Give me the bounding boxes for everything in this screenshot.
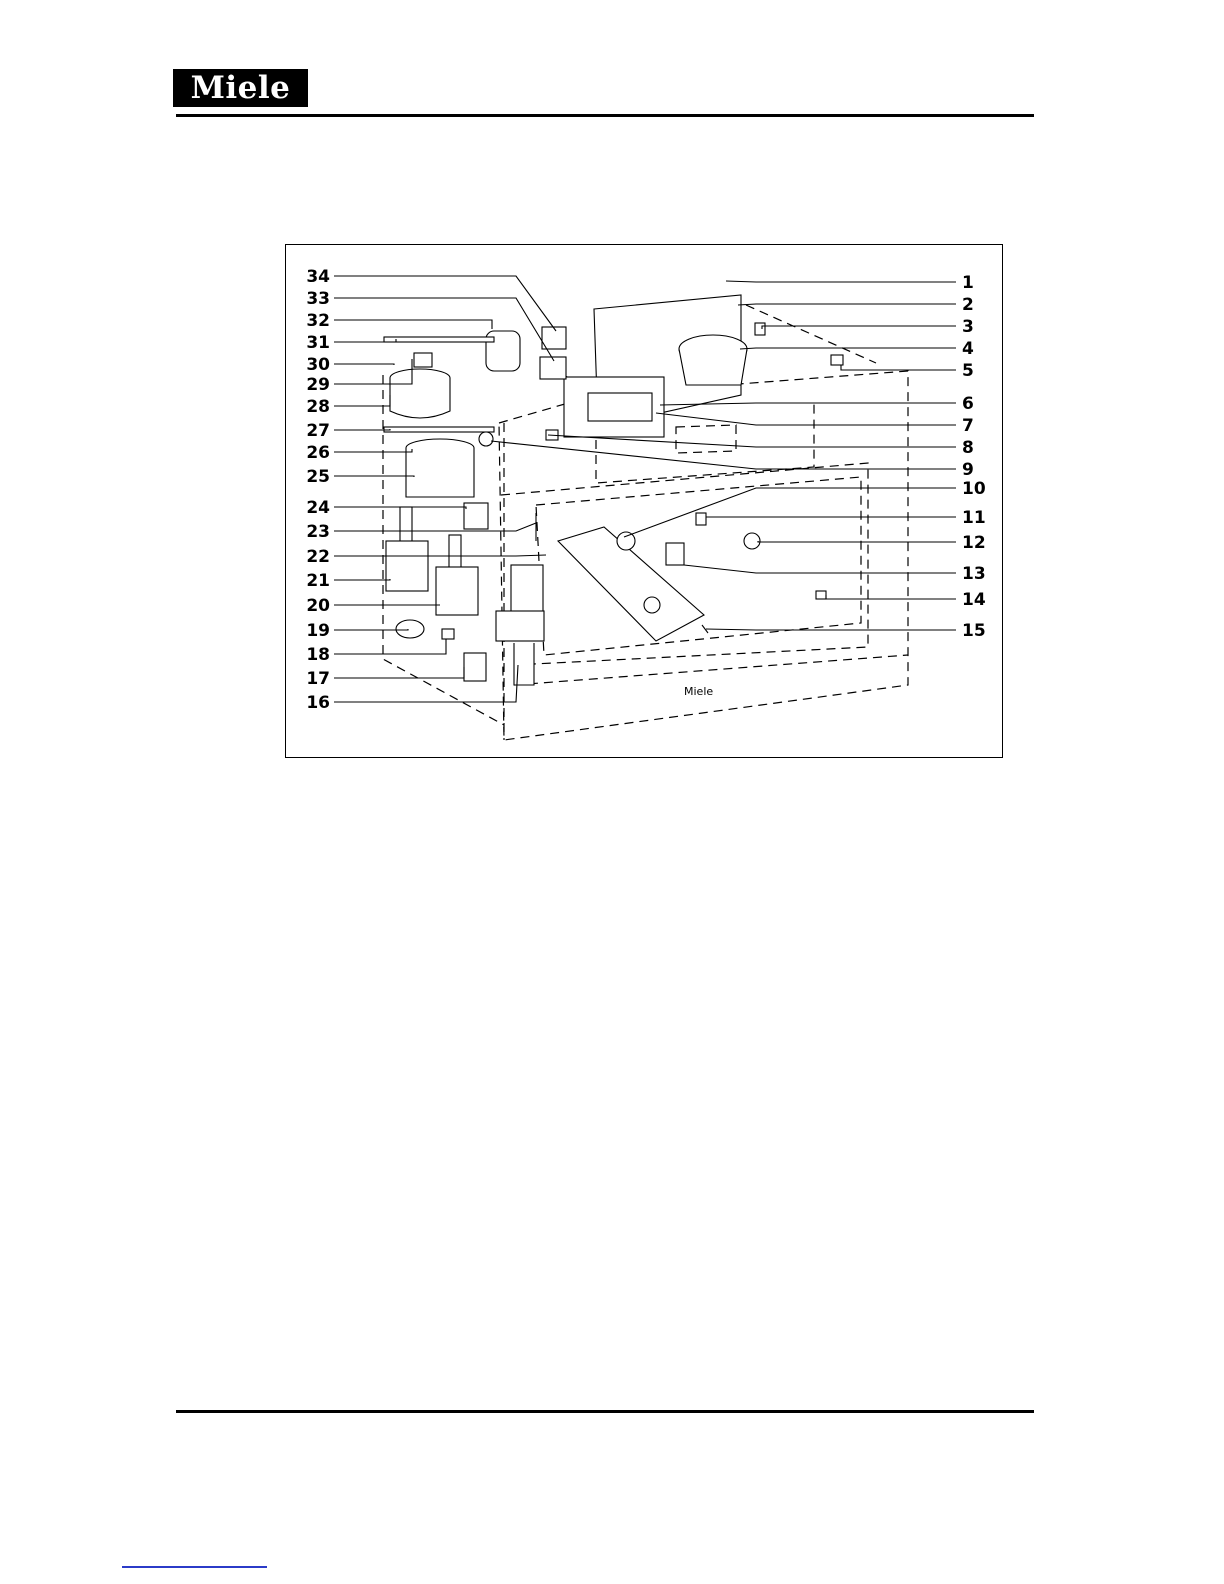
callout-leader-14 [826,595,956,599]
callout-29: 29 [306,375,330,395]
display-window [588,393,652,421]
callout-11: 11 [962,508,986,528]
drive-gear [644,597,660,613]
callout-leader-3 [762,326,956,329]
gear-housing [496,611,544,641]
callout-2: 2 [962,295,974,315]
diagram-canvas: Miele [286,245,1004,759]
callout-leader-5 [841,365,956,370]
parts [384,295,843,685]
appliance-socket-upper [542,327,566,349]
callout-3: 3 [962,317,974,337]
reed-switch [442,629,454,639]
drive-motor [511,565,543,617]
callout-27: 27 [306,421,330,441]
callout-leader-23 [334,523,536,531]
callout-leader-4 [740,348,956,349]
callout-leader-32 [334,320,492,329]
callout-15: 15 [962,621,986,641]
part-3 [755,323,765,335]
callout-9: 9 [962,460,974,480]
callout-leader-30 [334,364,394,365]
callout-18: 18 [306,645,330,665]
callout-leader-27 [334,429,390,430]
callout-leader-18 [334,639,446,654]
solenoid-valve-upper [464,503,488,529]
callout-16: 16 [306,693,330,713]
callout-4: 4 [962,339,974,359]
callout-8: 8 [962,438,974,458]
callout-leader-17 [334,667,464,678]
rail-upper [384,337,494,342]
callout-leader-2 [738,304,956,305]
callout-leader-13 [684,565,956,573]
callout-24: 24 [306,498,330,518]
callout-19: 19 [306,621,330,641]
callout-7: 7 [962,416,974,436]
rail-lower [384,427,494,432]
cabinet-text: Miele [684,685,713,698]
part-5 [831,355,843,365]
microswitch [666,543,684,565]
callout-leader-33 [334,298,554,361]
pump-2 [436,567,478,615]
flow-meter [396,620,424,638]
steam-block [406,448,474,497]
callout-33: 33 [306,289,330,309]
pump-2-piston [449,535,461,571]
callout-leader-34 [334,276,556,331]
callout-leader-12 [758,541,956,542]
callout-leader-7 [656,413,956,425]
callout-5: 5 [962,361,974,381]
miele-logo: Miele [173,69,308,107]
thermo-fuse [414,353,432,367]
callout-28: 28 [306,397,330,417]
callout-leader-28 [334,395,390,406]
footer-rule [176,1410,1034,1413]
callout-20: 20 [306,596,330,616]
pump-1 [386,541,428,591]
sensor [479,432,493,446]
solenoid-valve-lower [464,653,486,681]
callout-31: 31 [306,333,330,353]
callout-leader-15 [706,629,956,630]
callout-32: 32 [306,311,330,331]
callout-34: 34 [306,267,330,287]
rotary-base [679,349,747,385]
exploded-parts-diagram: Miele [285,244,1003,758]
footer-link-underline [122,1566,267,1568]
callout-leader-10 [624,488,956,537]
callout-26: 26 [306,443,330,463]
callout-23: 23 [306,522,330,542]
callout-leader-22 [334,555,546,556]
callout-13: 13 [962,564,986,584]
callout-22: 22 [306,547,330,567]
header-rule [176,114,1034,117]
pump-1-piston [400,507,412,543]
callout-21: 21 [306,571,330,591]
callout-leader-26 [334,449,412,452]
callout-14: 14 [962,590,986,610]
logo-text: Miele [191,73,291,104]
callout-17: 17 [306,669,330,689]
callout-leader-25 [334,476,414,477]
callout-leader-1 [726,281,956,282]
sensor-14 [816,591,826,599]
callout-30: 30 [306,355,330,375]
callout-1: 1 [962,273,974,293]
callout-10: 10 [962,479,986,499]
valve-10 [617,532,635,550]
clip-11 [696,513,706,525]
callout-leader-16 [334,665,518,702]
callout-25: 25 [306,467,330,487]
callout-6: 6 [962,394,974,414]
callout-leader-21 [334,579,390,580]
callout-12: 12 [962,533,986,553]
